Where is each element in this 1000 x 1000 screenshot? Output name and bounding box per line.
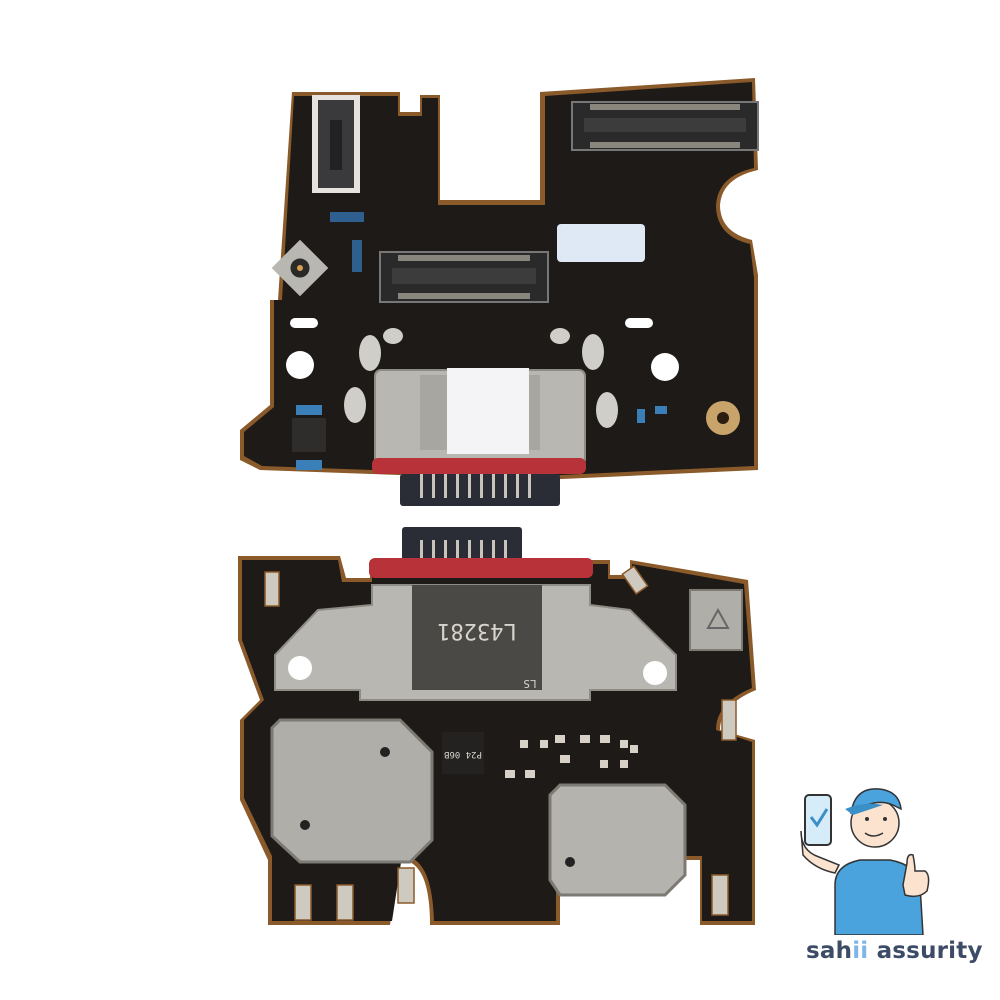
usb-c-port-front: [372, 368, 586, 506]
shield-small: [689, 589, 743, 651]
smd-components-back: [505, 735, 638, 778]
mascot-illustration: [800, 788, 930, 935]
shield-can-right: [548, 783, 687, 897]
svg-text:P24 06B: P24 06B: [444, 749, 482, 759]
board-to-board-connector-small: [312, 95, 360, 193]
brand-logo-text: sahii assurity: [806, 938, 983, 964]
port-sticker: [447, 368, 529, 454]
spring-contacts: [264, 565, 737, 921]
port-marking-L43281: L43281: [437, 618, 516, 643]
ic-chip: [442, 732, 484, 774]
board-to-board-connector-middle: [379, 251, 549, 303]
red-gasket: [369, 558, 593, 578]
checkmark-icon: [809, 808, 829, 828]
white-sticker: [557, 224, 645, 262]
mounting-hole: [651, 353, 679, 381]
shield-can-left: [270, 718, 434, 864]
phone-icon: [804, 794, 832, 846]
usb-c-port-back: L43281 LS: [274, 527, 677, 701]
smd-components: [292, 212, 667, 470]
red-gasket: [372, 458, 586, 474]
port-sub-marking: LS: [523, 677, 536, 690]
mounting-hole: [286, 351, 314, 379]
board-to-board-connector-large: [571, 101, 759, 151]
